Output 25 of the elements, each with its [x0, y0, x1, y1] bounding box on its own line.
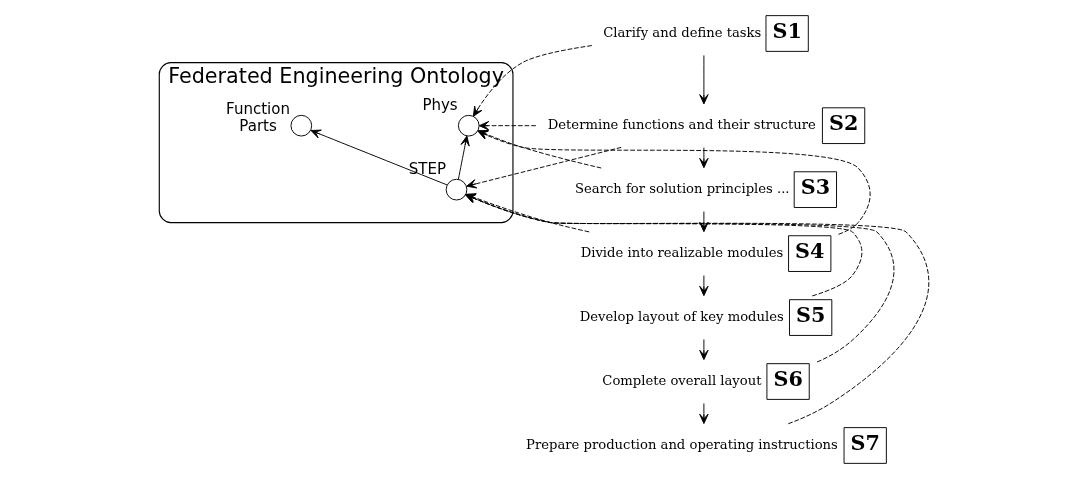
arrow: [698, 54, 709, 105]
arrow: [698, 275, 709, 297]
node-label: Divide into realizable modules: [580, 245, 783, 261]
node-circle: [290, 114, 312, 137]
arrow: [698, 211, 709, 233]
node-label: Complete overall layout: [601, 373, 761, 389]
arrow: [457, 135, 470, 180]
arrow: [465, 146, 622, 189]
node-label: Clarify and define tasks: [602, 24, 761, 40]
node-label: Function: [225, 100, 290, 119]
node-label: Develop layout of key modules: [579, 309, 784, 325]
node-label: STEP: [408, 160, 446, 179]
node-circle: [445, 178, 467, 201]
node-circle: [457, 114, 480, 137]
arrow: [310, 129, 448, 186]
arrow: [698, 339, 709, 361]
arrow: [698, 403, 709, 425]
node-label: Determine functions and their structure: [547, 117, 816, 133]
arrow: [698, 147, 709, 169]
arrow: [472, 45, 592, 117]
node-label: Parts: [238, 117, 277, 136]
node-label: Phys: [421, 96, 458, 115]
node-label: Prepare production and operating instructions: [525, 436, 838, 452]
node-label: Search for solution principles ...: [574, 181, 790, 197]
arrow: [478, 121, 536, 131]
